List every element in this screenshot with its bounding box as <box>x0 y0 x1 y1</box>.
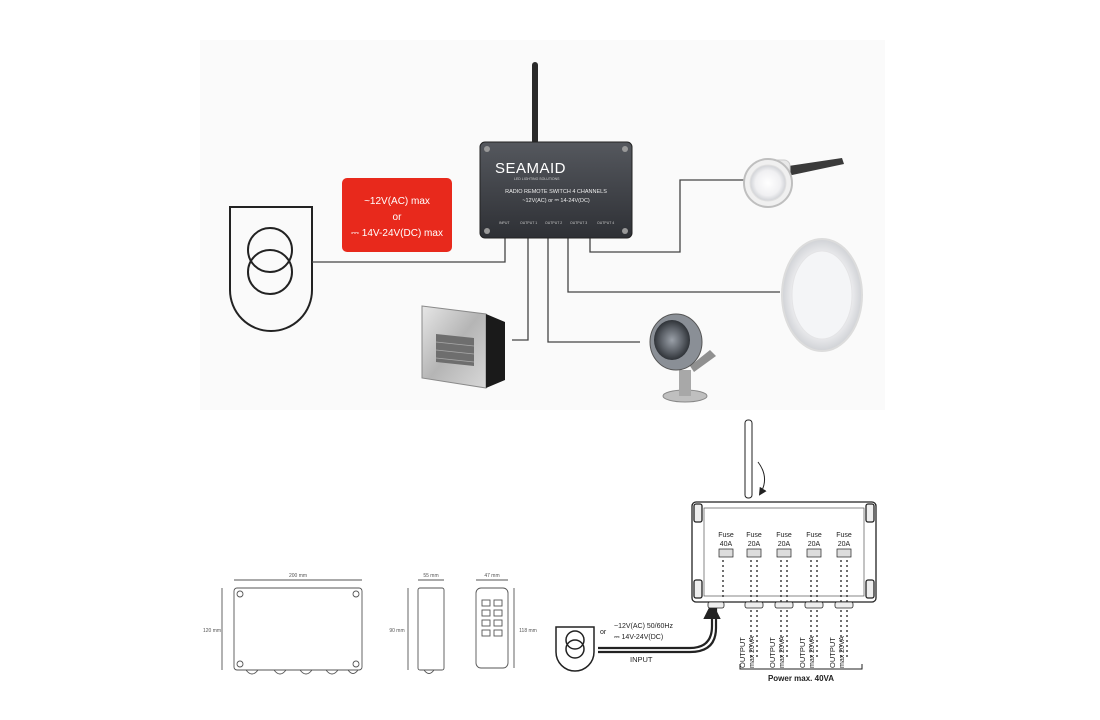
output-label: OUTPUT <box>768 637 777 668</box>
spot-light <box>649 313 716 403</box>
output-label-4: OUTPUT max 20VA <box>828 636 846 668</box>
supply-dc: ⎓ 14V-24V(DC) <box>614 634 663 641</box>
fuse: Fuse 20A <box>806 532 822 558</box>
power-bracket <box>739 664 863 670</box>
power-badge-line1: ~12V(AC) max <box>364 196 430 207</box>
dim-remote-width: 47 mm <box>484 573 499 579</box>
top-wires <box>312 179 780 343</box>
fuse-label: Fuse <box>746 532 762 539</box>
fuse-rating: 40A <box>720 541 733 548</box>
dim-side-height: 90 mm <box>389 628 404 634</box>
dim-box-height: 120 mm <box>203 628 221 634</box>
dimension-drawings <box>221 579 515 675</box>
wall-step-light <box>421 305 505 389</box>
input-label: INPUT <box>630 655 653 664</box>
fuse-label: Fuse <box>836 532 852 539</box>
mini-led-light <box>743 158 844 208</box>
dim-box-width: 200 mm <box>289 573 307 579</box>
output-wires <box>722 560 848 660</box>
power-badge-line2: or <box>393 212 403 223</box>
output-max: max 20VA <box>839 636 846 668</box>
output-label: OUTPUT <box>738 637 747 668</box>
input-wire <box>598 601 721 654</box>
pool-light <box>781 238 863 352</box>
fuse: Fuse 20A <box>776 532 792 558</box>
fuse: Fuse 40A <box>718 532 734 558</box>
fuse-rating: 20A <box>838 541 851 548</box>
output-label: OUTPUT <box>798 637 807 668</box>
power-badge-line3: ⎓ 14V-24V(DC) max <box>351 228 443 239</box>
supply-ac: ~12V(AC) 50/60Hz <box>614 623 673 630</box>
fuse: Fuse 20A <box>746 532 762 558</box>
output-max: max 20VA <box>779 636 786 668</box>
fuse-group: Fuse 40A Fuse 20A Fuse 20A Fuse 20A Fuse… <box>718 532 852 558</box>
fuse-label: Fuse <box>718 532 734 539</box>
port-label: OUTPUT 4 <box>597 221 614 225</box>
output-max: max 20VA <box>809 636 816 668</box>
port-label: INPUT <box>499 221 510 225</box>
brand-tagline: LED LIGHTING SOLUTIONS <box>514 177 560 181</box>
fuse-rating: 20A <box>748 541 761 548</box>
transformer-symbol <box>229 206 313 332</box>
output-label: OUTPUT <box>828 637 837 668</box>
dim-side-width: 55 mm <box>423 573 438 579</box>
wiring-box <box>691 501 877 603</box>
output-label-1: OUTPUT max 20VA <box>738 636 756 668</box>
output-terminals <box>707 601 854 609</box>
wiring-transformer <box>555 626 595 672</box>
dim-remote-height: 118 mm <box>519 628 537 634</box>
output-max: max 20VA <box>749 636 756 668</box>
antenna <box>532 62 538 144</box>
output-label-3: OUTPUT max 20VA <box>798 636 816 668</box>
output-label-2: OUTPUT max 20VA <box>768 636 786 668</box>
port-label: OUTPUT 2 <box>545 221 562 225</box>
power-total: Power max. 40VA <box>768 674 834 683</box>
radio-switch-device: SEAMAID LED LIGHTING SOLUTIONS RADIO REM… <box>479 141 633 239</box>
fuse-rating: 20A <box>778 541 791 548</box>
device-title: RADIO REMOTE SWITCH 4 CHANNELS <box>505 189 607 195</box>
wiring-antenna <box>744 419 767 499</box>
fuse-label: Fuse <box>806 532 822 539</box>
fuse-label: Fuse <box>776 532 792 539</box>
fuse: Fuse 20A <box>836 532 852 558</box>
supply-or: or <box>600 629 607 636</box>
device-voltage: ~12V(AC) or ⎓ 14-24V(DC) <box>522 198 590 204</box>
brand-name: SEAMAID <box>495 160 566 177</box>
port-label: OUTPUT 1 <box>520 221 537 225</box>
power-badge: ~12V(AC) max or ⎓ 14V-24V(DC) max <box>342 178 452 252</box>
fuse-rating: 20A <box>808 541 821 548</box>
port-label: OUTPUT 3 <box>570 221 587 225</box>
